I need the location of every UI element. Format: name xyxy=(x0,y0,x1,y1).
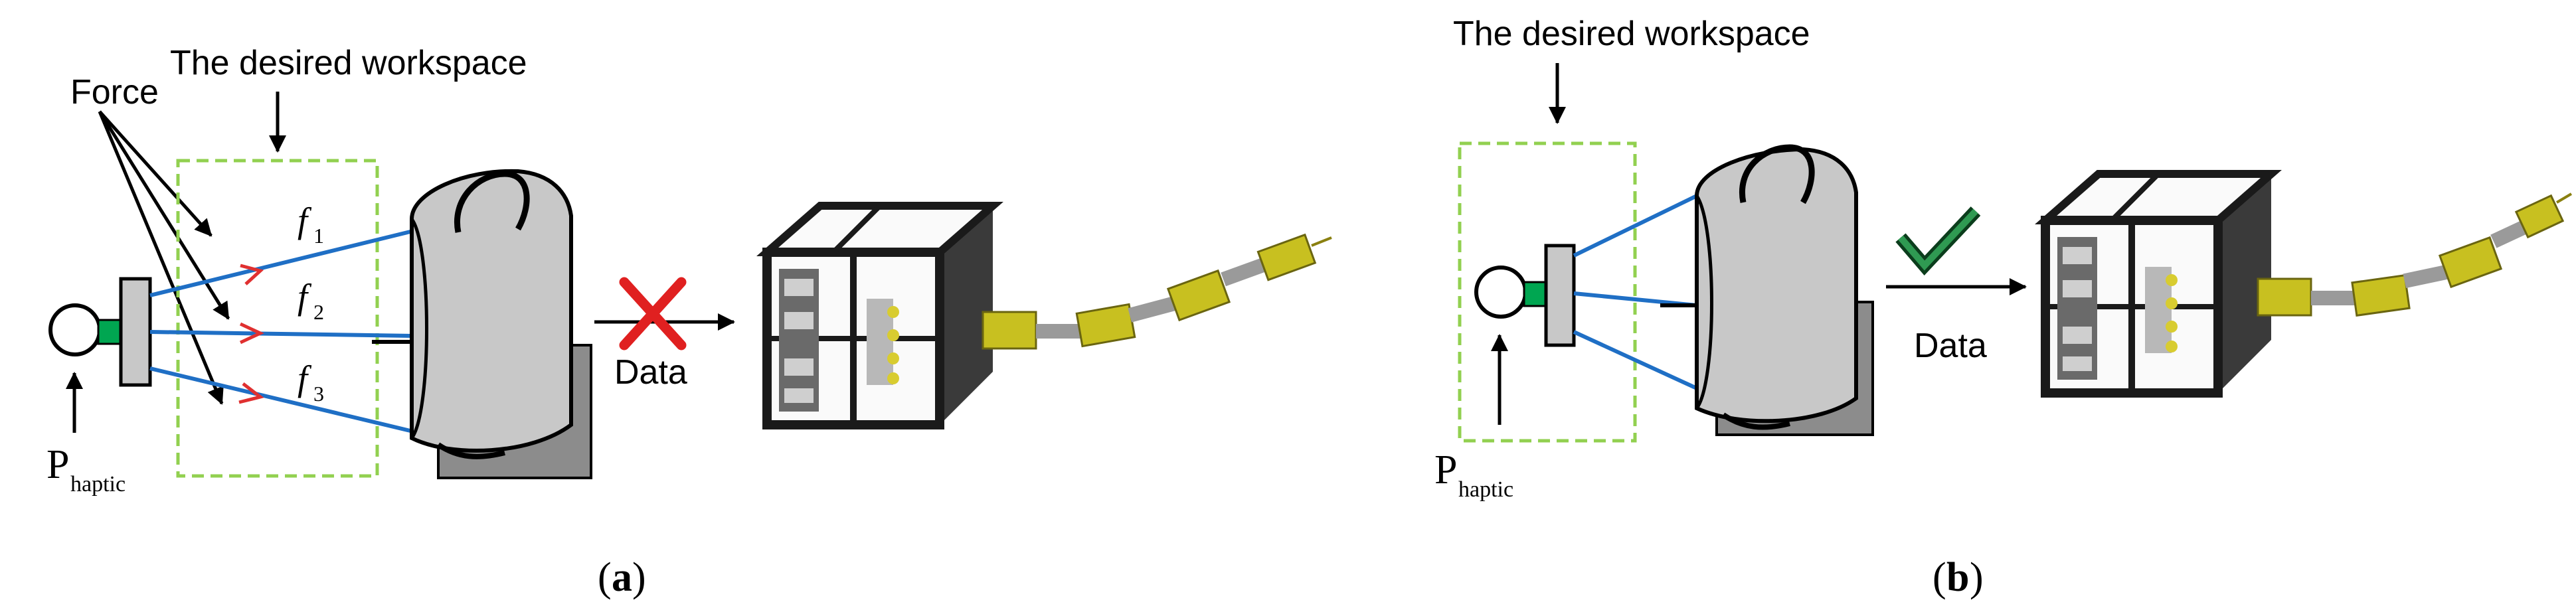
space-robot-b xyxy=(2045,174,2573,393)
haptic-handle-b xyxy=(1474,244,1576,347)
svg-text:3: 3 xyxy=(313,382,324,406)
force-arrows-red xyxy=(238,264,264,404)
svg-text:1: 1 xyxy=(313,224,324,248)
f3-label: f 3 xyxy=(298,358,324,406)
svg-text:(: ( xyxy=(1932,555,1946,600)
force-label: Force xyxy=(70,73,159,112)
data-label: Data xyxy=(614,353,687,392)
workspace-label: The desired workspace xyxy=(170,44,527,82)
haptic-device-b xyxy=(1660,144,1874,436)
svg-text:): ) xyxy=(632,555,646,600)
svg-text:b: b xyxy=(1946,555,1969,600)
desired-workspace-box-b xyxy=(1458,141,1637,443)
robot-arm-b xyxy=(2257,193,2573,317)
svg-text:P: P xyxy=(46,442,69,487)
p-haptic-label-b: P haptic xyxy=(1434,334,1513,502)
haptic-handle xyxy=(48,277,152,387)
f2-label: f 2 xyxy=(298,277,324,324)
haptic-device xyxy=(372,169,592,479)
desired-workspace-box xyxy=(176,159,379,478)
svg-text:2: 2 xyxy=(313,300,324,324)
cross-icon xyxy=(619,277,687,350)
panel-a: Force The desired workspace xyxy=(46,44,1332,600)
svg-text:haptic: haptic xyxy=(1458,477,1513,502)
space-robot xyxy=(767,206,1332,425)
svg-text:): ) xyxy=(1970,555,1984,600)
robot-arm xyxy=(982,233,1332,350)
svg-text:a: a xyxy=(612,555,632,600)
data-label-b: Data xyxy=(1914,327,1987,365)
workspace-label-b: The desired workspace xyxy=(1453,15,1810,53)
caption-b: ( b ) xyxy=(1932,555,1984,600)
p-haptic-label: P haptic xyxy=(46,372,126,497)
force-pointer-arrows xyxy=(98,110,230,405)
svg-text:(: ( xyxy=(598,555,612,600)
svg-text:f: f xyxy=(298,200,312,240)
f1-label: f 1 xyxy=(298,200,324,248)
tether-cables xyxy=(149,229,414,433)
caption-a: ( a ) xyxy=(598,555,646,600)
check-icon xyxy=(1895,206,1981,275)
panel-b: The desired workspace Data xyxy=(1434,15,2573,600)
svg-text:P: P xyxy=(1434,447,1457,493)
svg-text:f: f xyxy=(298,358,312,398)
svg-text:haptic: haptic xyxy=(70,472,126,497)
svg-text:f: f xyxy=(298,277,312,317)
